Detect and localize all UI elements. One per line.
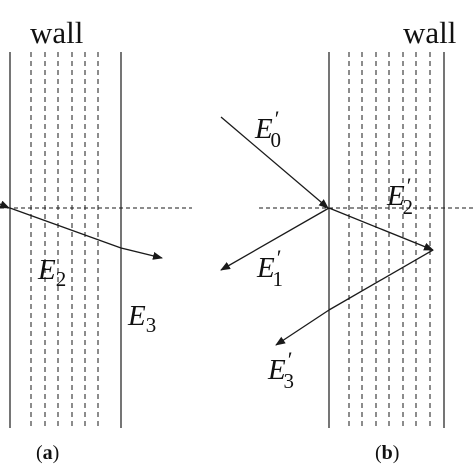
panel-a-wall-label: wall [30,15,83,50]
panel-b-internal-reflected-ray [328,249,434,311]
panel-a-e2-label: E2 [37,254,66,291]
panel-a-transmitted-ray-e3 [120,247,163,260]
panel-b: wall E′0 E′1 E′2 E′3 (b) [220,15,474,464]
panel-b-transmitted-ray-e2 [328,207,434,251]
panel-a-label: (a) [36,442,59,464]
panel-b-reflected-ray-e1 [220,207,330,271]
panel-b-e1-prime-label: E′1 [256,245,283,291]
panel-b-exit-ray-e3 [275,309,330,346]
panel-a-incident-ray [0,200,10,209]
panel-b-e3-prime-label: E′3 [267,347,294,393]
panel-b-wall-label: wall [403,15,456,50]
panel-b-e0-prime-label: E′0 [254,106,281,152]
panel-b-label: (b) [375,442,399,464]
panel-a-transmitted-ray-e2 [9,207,122,249]
panel-a-e3-label: E3 [127,300,156,337]
panel-b-incident-ray-e0 [220,116,329,209]
panel-b-e2-prime-label: E′2 [386,173,413,219]
panel-a: wall E2 E3 (a) [0,15,192,464]
